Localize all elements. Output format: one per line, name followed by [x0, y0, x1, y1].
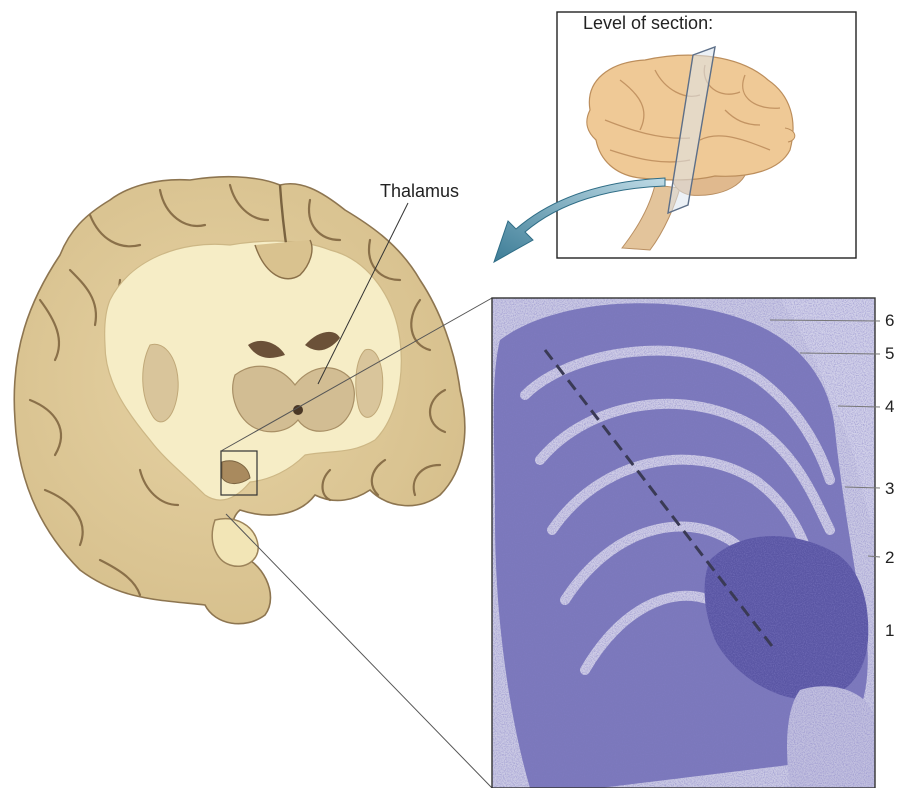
brain-section	[14, 177, 465, 624]
inset-title: Level of section:	[583, 13, 713, 34]
layer-label-4: 4	[885, 397, 894, 417]
inset-panel	[557, 12, 856, 258]
layer-label-3: 3	[885, 479, 894, 499]
layer-label-6: 6	[885, 311, 894, 331]
layer-label-1: 1	[885, 621, 894, 641]
micrograph	[492, 298, 875, 788]
layer-label-2: 2	[885, 548, 894, 568]
layer-label-5: 5	[885, 344, 894, 364]
thalamus-label: Thalamus	[380, 181, 459, 202]
zoom-line-bottom	[226, 514, 492, 788]
